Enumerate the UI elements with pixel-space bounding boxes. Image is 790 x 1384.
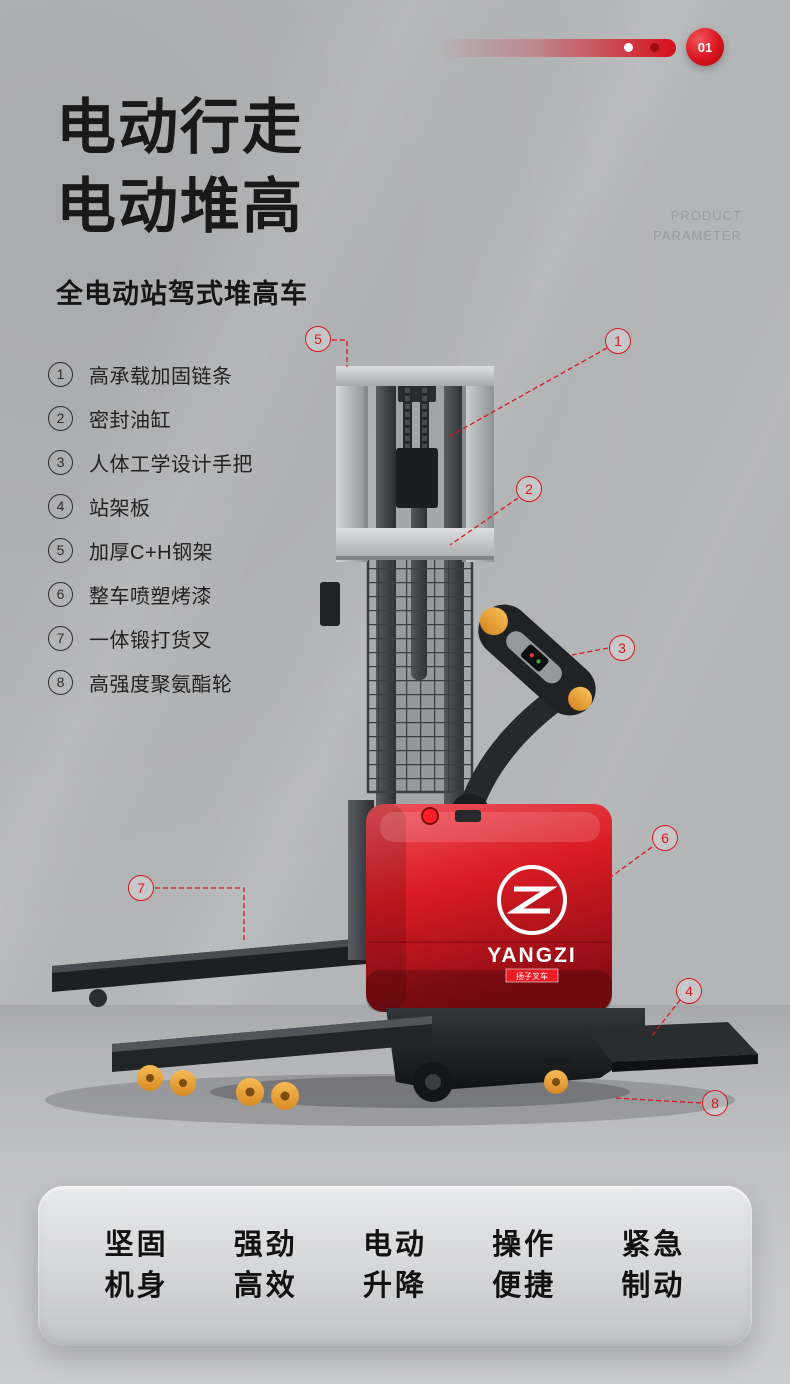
leader-line-1 — [449, 347, 608, 437]
bottom-feature-1: 坚固 机身 — [105, 1225, 169, 1306]
page-title: 电动行走 电动堆高 — [56, 88, 304, 246]
bottom-feature-3: 电动 升降 — [363, 1225, 427, 1306]
brand-badge — [505, 968, 559, 983]
callout-5: 5 — [305, 326, 331, 352]
callout-3: 3 — [609, 635, 635, 661]
feature-item: 7 一体锻打货叉 — [48, 624, 253, 652]
bottom-feature-4-line2: 便捷 — [492, 1270, 557, 1302]
feature-number: 7 — [48, 625, 73, 651]
bottom-feature-5: 紧急 制动 — [621, 1225, 685, 1306]
leader-line-5 — [332, 339, 348, 367]
feature-label: 高承载加固链条 — [89, 365, 233, 388]
handle-knob-icon — [479, 607, 508, 636]
callout-4: 4 — [676, 978, 702, 1004]
leader-line-7 — [155, 887, 245, 940]
callout-6: 6 — [652, 825, 678, 851]
bottom-feature-1-line2: 机身 — [104, 1270, 169, 1302]
feature-item: 3 人体工学设计手把 — [48, 448, 253, 476]
feature-number: 1 — [48, 361, 73, 387]
bottom-feature-5-line1: 紧急 — [621, 1229, 686, 1262]
bottom-feature-4: 操作 便捷 — [492, 1225, 556, 1306]
feature-label: 站架板 — [89, 497, 151, 520]
feature-item: 8 高强度聚氨酯轮 — [48, 668, 253, 696]
watermark-line2: PARAMETER — [653, 228, 742, 244]
bottom-feature-panel: 坚固 机身 强劲 高效 电动 升降 操作 便捷 紧急 制动 — [38, 1186, 752, 1346]
page-title-line2: 电动堆高 — [56, 173, 304, 241]
feature-number: 2 — [48, 405, 73, 431]
bottom-feature-4-line1: 操作 — [492, 1229, 557, 1262]
pagination-dot-white — [624, 43, 633, 52]
feature-label: 一体锻打货叉 — [89, 629, 212, 652]
caster-wheel — [544, 1058, 570, 1094]
subtitle: 全电动站驾式堆高车 — [56, 279, 308, 309]
leader-line-2 — [449, 497, 519, 546]
feature-label: 整车喷塑烤漆 — [89, 585, 212, 608]
feature-number: 8 — [48, 669, 73, 695]
mast — [320, 366, 494, 826]
callout-8: 8 — [702, 1090, 728, 1116]
load-backrest-mesh — [366, 552, 474, 794]
tiller-handle — [452, 604, 596, 822]
feature-label: 高强度聚氨酯轮 — [89, 673, 233, 696]
watermark-line1: PRODUCT — [670, 208, 742, 223]
front-fork — [112, 1016, 432, 1110]
machine-body: YANGZI 扬子叉车 — [366, 804, 612, 1012]
bottom-feature-3-line2: 升降 — [362, 1270, 427, 1302]
feature-item: 5 加厚C+H钢架 — [48, 536, 253, 564]
feature-item: 1 高承载加固链条 — [48, 360, 253, 388]
callout-lines — [155, 339, 702, 1104]
feature-number: 5 — [48, 537, 73, 563]
page-title-line1: 电动行走 — [56, 94, 304, 161]
page-number-badge: 01 — [686, 28, 724, 66]
brand-badge-text: 扬子叉车 — [516, 971, 548, 981]
feature-label: 加厚C+H钢架 — [89, 541, 214, 564]
bottom-feature-2-line2: 高效 — [233, 1270, 298, 1302]
feature-item: 6 整车喷塑烤漆 — [48, 580, 253, 608]
yangzi-logo — [497, 865, 567, 935]
product-illustration: YANGZI 扬子叉车 — [45, 339, 758, 1126]
feature-label: 人体工学设计手把 — [89, 453, 253, 476]
pagination-gradient-bar — [438, 39, 676, 57]
callout-1: 1 — [605, 328, 631, 354]
callout-2: 2 — [516, 476, 542, 502]
drive-wheel — [413, 1062, 453, 1102]
feature-item: 4 站架板 — [48, 492, 253, 520]
callout-7: 7 — [128, 875, 154, 901]
rear-fork — [52, 938, 366, 1007]
feature-item: 2 密封油缸 — [48, 404, 253, 432]
bottom-feature-2: 强劲 高效 — [234, 1225, 298, 1306]
feature-list: 1 高承载加固链条 2 密封油缸 3 人体工学设计手把 4 站架板 5 加厚C+… — [48, 360, 253, 712]
bottom-feature-5-line2: 制动 — [621, 1270, 686, 1302]
leader-line-6 — [607, 846, 653, 880]
feature-number: 3 — [48, 449, 73, 475]
watermark-text: PRODUCT PARAMETER — [653, 206, 742, 246]
standing-platform — [584, 1022, 758, 1072]
emergency-stop-button — [421, 807, 439, 825]
bottom-feature-2-line1: 强劲 — [233, 1229, 298, 1262]
feature-label: 密封油缸 — [89, 409, 171, 432]
chassis — [386, 1008, 645, 1090]
leader-line-3 — [571, 647, 609, 656]
feature-number: 6 — [48, 581, 73, 607]
brand-text: YANGZI — [487, 944, 576, 967]
lift-chains — [396, 388, 438, 508]
bottom-feature-3-line1: 电动 — [362, 1229, 427, 1262]
leader-line-8 — [614, 1097, 702, 1104]
bottom-feature-1-line1: 坚固 — [104, 1229, 169, 1262]
feature-number: 4 — [48, 493, 73, 519]
pagination-dot-red — [650, 43, 659, 52]
